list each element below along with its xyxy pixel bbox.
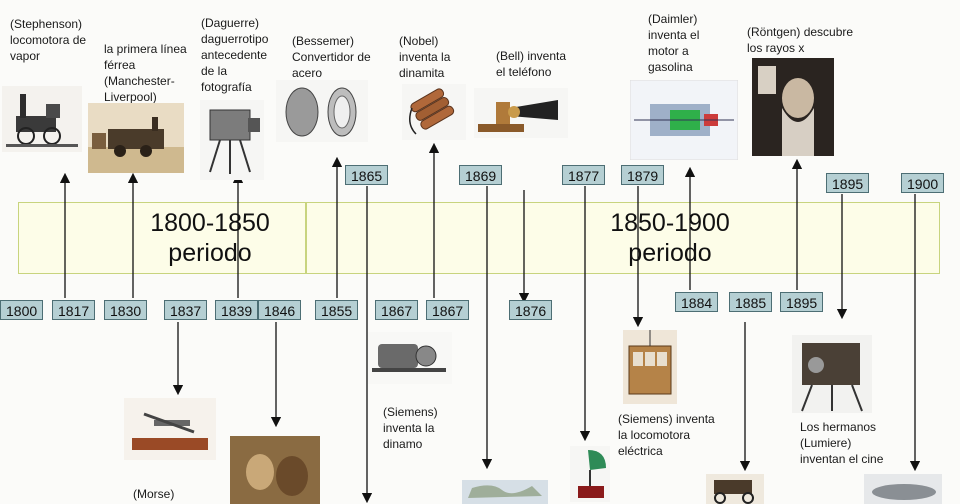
- label-morse: (Morse): [133, 487, 175, 501]
- daguerreotype-camera-image: [200, 100, 264, 180]
- electric-tram-image: [623, 330, 677, 404]
- label-lumiere: Los hermanos (Lumiere) inventan el cine: [800, 420, 884, 466]
- year-box-1867-nobel: 1867: [426, 300, 470, 320]
- label-daguerre: (Daguerre) daguerrotipo antecedente de l…: [201, 16, 269, 94]
- timeline-band: [18, 202, 940, 274]
- year-box-1876: 1876: [509, 300, 553, 320]
- telegraph-image: [124, 398, 216, 460]
- dynamite-image: [402, 84, 466, 140]
- period-divider: [305, 202, 307, 274]
- phonograph-image: [570, 446, 610, 502]
- label-stephenson: (Stephenson) locomotora de vapor: [10, 17, 87, 63]
- year-box-1877: 1877: [562, 165, 606, 185]
- film-camera-image: [792, 335, 872, 413]
- dynamo-image: [368, 332, 452, 384]
- label-siemens-locomotora: (Siemens) inventa la locomotora eléctric…: [618, 412, 715, 458]
- year-box-1867-siemens: 1867: [375, 300, 419, 320]
- year-box-1895-rontgen: 1895: [780, 292, 824, 312]
- year-box-1895-lumiere: 1895: [826, 173, 870, 193]
- steam-locomotive-image: [2, 86, 82, 152]
- rontgen-portrait-image: [752, 58, 834, 156]
- year-box-1830: 1830: [104, 300, 148, 320]
- map-image: [462, 480, 548, 504]
- bessemer-converter-image: [276, 80, 368, 142]
- year-box-1855: 1855: [315, 300, 359, 320]
- year-box-1837: 1837: [164, 300, 208, 320]
- year-box-1865: 1865: [345, 165, 389, 185]
- airship-image: [864, 474, 942, 504]
- label-manchester: la primera línea férrea (Manchester- Liv…: [104, 42, 187, 104]
- year-box-1884: 1884: [675, 292, 719, 312]
- painting-image: [230, 436, 320, 504]
- label-nobel: (Nobel) inventa la dinamita: [399, 34, 451, 80]
- telephone-image: [474, 88, 568, 138]
- year-box-1885: 1885: [729, 292, 773, 312]
- gasoline-engine-diagram-image: [630, 80, 738, 160]
- railway-train-image: [88, 103, 184, 173]
- period-label-1850-1900: 1850-1900 periodo: [610, 209, 730, 267]
- label-rontgen: (Röntgen) descubre los rayos x: [747, 25, 854, 55]
- label-siemens-dinamo: (Siemens) inventa la dinamo: [383, 405, 438, 451]
- year-box-1817: 1817: [52, 300, 96, 320]
- year-box-1869: 1869: [459, 165, 503, 185]
- label-daimler: (Daimler) inventa el motor a gasolina: [648, 12, 700, 74]
- label-bell: (Bell) inventa el teléfono: [496, 49, 567, 79]
- year-box-1846: 1846: [258, 300, 302, 320]
- automobile-image: [706, 474, 764, 504]
- year-box-1900: 1900: [901, 173, 945, 193]
- year-box-1879: 1879: [621, 165, 665, 185]
- year-box-1800: 1800: [0, 300, 44, 320]
- label-bessemer: (Bessemer) Convertidor de acero: [292, 34, 371, 80]
- year-box-1839: 1839: [215, 300, 259, 320]
